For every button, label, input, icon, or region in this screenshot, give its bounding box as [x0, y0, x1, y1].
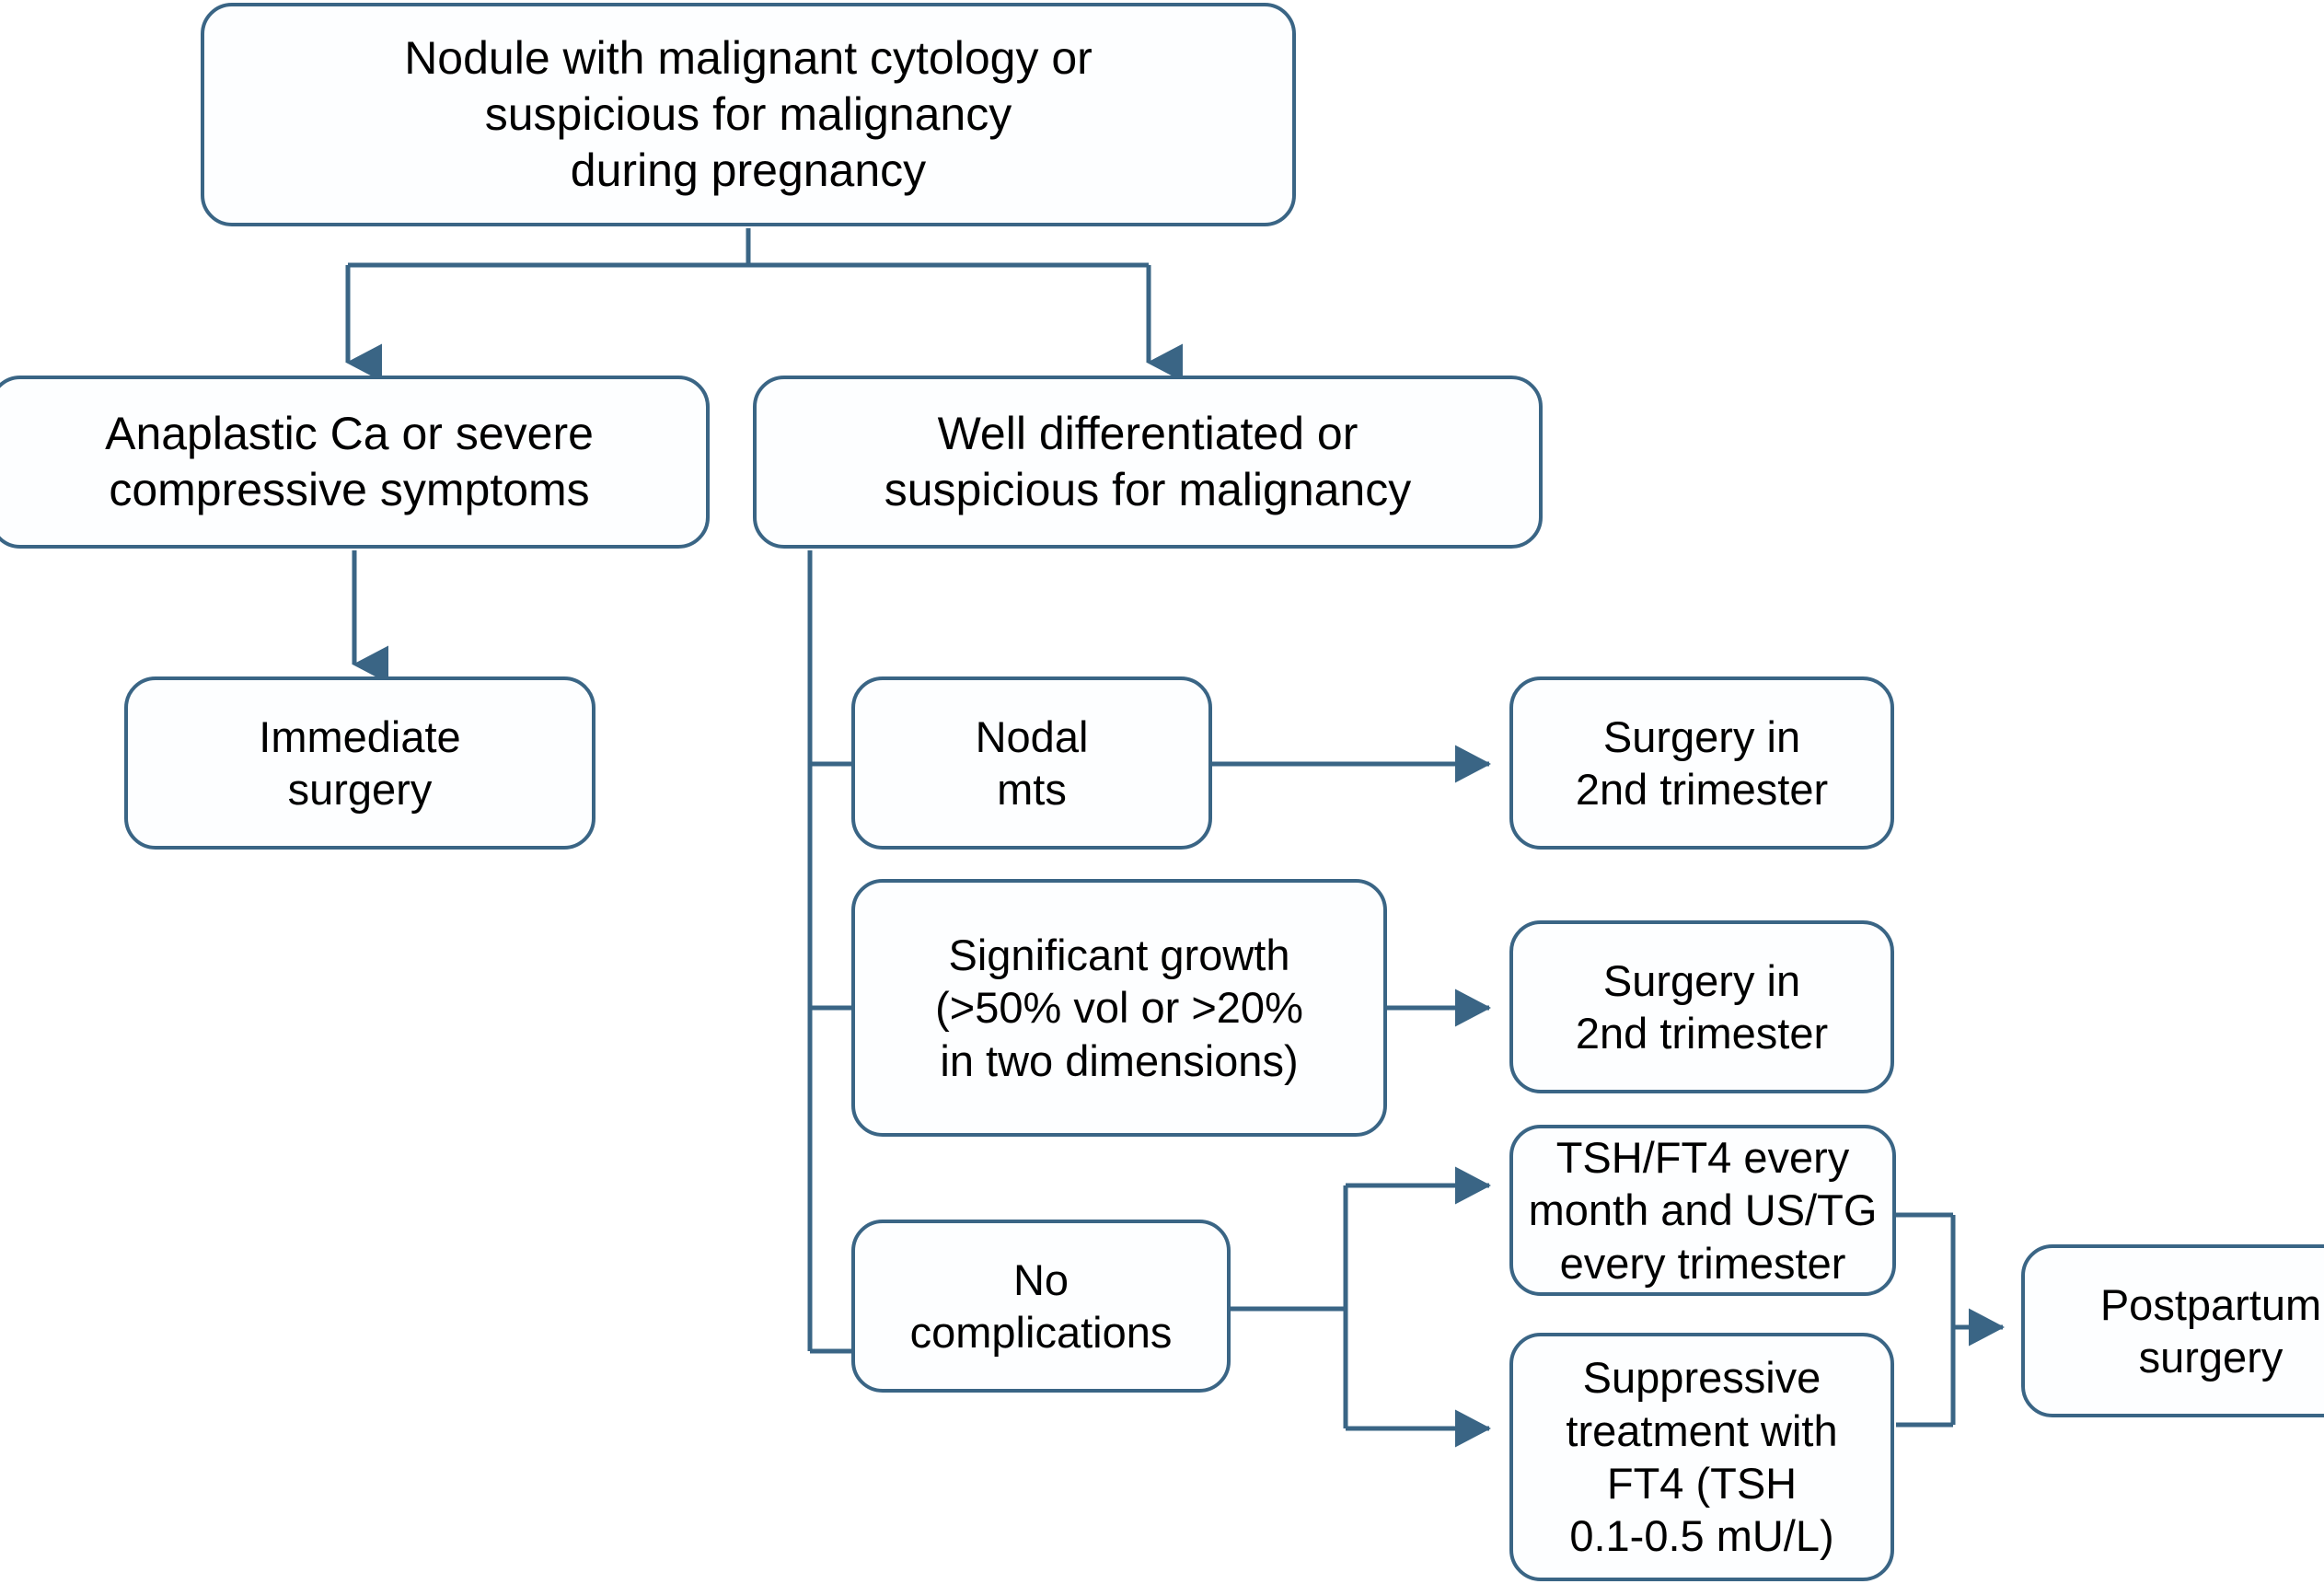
- node-immediate-surgery[interactable]: Immediate surgery: [124, 676, 595, 850]
- node-root[interactable]: Nodule with malignant cytology or suspic…: [201, 3, 1296, 226]
- node-surgery-2nd-trimester-nodal[interactable]: Surgery in 2nd trimester: [1509, 676, 1894, 850]
- node-no-complications[interactable]: No complications: [851, 1220, 1231, 1393]
- node-surgery-2nd-trimester-growth[interactable]: Surgery in 2nd trimester: [1509, 920, 1894, 1093]
- node-postpartum-surgery[interactable]: Postpartum surgery: [2021, 1244, 2324, 1417]
- node-suppressive-treatment[interactable]: Suppressive treatment with FT4 (TSH 0.1-…: [1509, 1333, 1894, 1581]
- node-significant-growth[interactable]: Significant growth (>50% vol or >20% in …: [851, 879, 1387, 1137]
- node-nodal-mts[interactable]: Nodal mts: [851, 676, 1212, 850]
- node-well-differentiated[interactable]: Well differentiated or suspicious for ma…: [753, 376, 1543, 549]
- node-anaplastic-ca[interactable]: Anaplastic Ca or severe compressive symp…: [0, 376, 710, 549]
- node-tsh-ft4-monitoring[interactable]: TSH/FT4 every month and US/TG every trim…: [1509, 1125, 1896, 1296]
